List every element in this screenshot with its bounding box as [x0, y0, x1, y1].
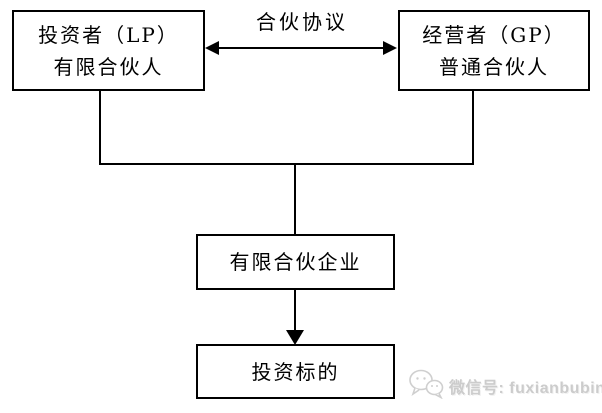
- arrowhead-left-icon: [205, 41, 219, 55]
- investment-target-box: 投资标的: [196, 344, 395, 399]
- investment-target-box-label: 投资标的: [251, 359, 340, 384]
- lp-drop-connector: [99, 91, 101, 164]
- wechat-id-text: 微信号: fuxianbubin: [449, 379, 602, 397]
- horizontal-connector: [99, 163, 474, 165]
- limited-partnership-box: 有限合伙企业: [196, 234, 395, 290]
- arrowhead-down-icon: [286, 330, 304, 345]
- gp-operator-box: 经营者（GP） 普通合伙人: [398, 10, 590, 91]
- wechat-icon: [408, 368, 444, 403]
- gp-drop-connector: [472, 91, 474, 164]
- gp-operator-box-line2: 普通合伙人: [439, 54, 549, 79]
- partnership-agreement-arrow-line: [217, 47, 385, 49]
- lp-investor-box-line1: 投资者（LP）: [38, 22, 179, 47]
- partnership-agreement-label: 合伙协议: [256, 10, 348, 34]
- lp-investor-box: 投资者（LP） 有限合伙人: [12, 10, 205, 91]
- center-drop-connector: [294, 163, 296, 234]
- down-arrow-line: [294, 290, 296, 332]
- limited-partnership-box-label: 有限合伙企业: [229, 250, 362, 274]
- gp-operator-box-line1: 经营者（GP）: [422, 22, 566, 47]
- lp-investor-box-line2: 有限合伙人: [53, 54, 164, 79]
- arrowhead-right-icon: [383, 41, 397, 55]
- wechat-watermark: 微信号: fuxianbubin: [408, 368, 602, 403]
